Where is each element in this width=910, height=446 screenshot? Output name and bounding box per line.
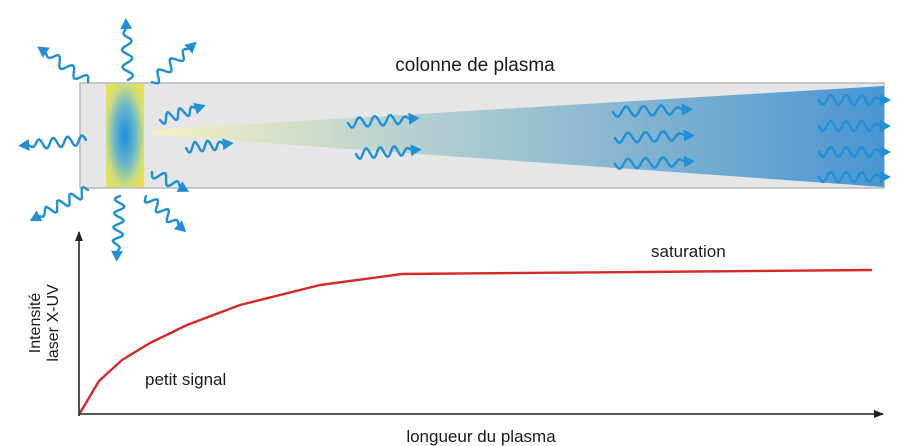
photon-wave (611, 104, 685, 118)
arrowhead-icon (880, 94, 891, 106)
small-signal-label: petit signal (145, 370, 226, 389)
arrowhead-icon (410, 144, 422, 157)
photon-wave (184, 139, 225, 154)
photon-wave (120, 26, 135, 82)
gain-saturation-curve (78, 268, 873, 414)
photon-wave (143, 194, 180, 227)
photon-wave (158, 105, 198, 126)
arrowhead-icon (683, 155, 695, 168)
photon-wave (37, 185, 90, 218)
arrowhead-icon (29, 210, 43, 222)
arrowhead-icon (184, 41, 197, 54)
arrowhead-icon (120, 18, 133, 30)
photon-wave-arrows (18, 18, 891, 262)
photon-wave (27, 134, 88, 150)
arrowhead-icon (408, 112, 420, 125)
photon-wave (817, 171, 883, 184)
saturation-label: saturation (651, 242, 726, 261)
arrowhead-icon (222, 138, 234, 151)
arrowhead-icon (880, 171, 891, 183)
amplified-beam-cone (152, 86, 884, 187)
arrowhead-icon (18, 139, 30, 151)
photon-wave (44, 51, 90, 84)
photon-wave (817, 146, 883, 159)
arrowhead-icon (683, 129, 695, 142)
photon-wave (613, 130, 687, 144)
gain-region (106, 84, 144, 187)
arrowhead-icon (193, 102, 206, 115)
photon-wave (150, 170, 182, 189)
arrowhead-icon (880, 146, 891, 158)
arrowhead-icon (681, 103, 693, 116)
arrowhead-icon (176, 181, 190, 192)
y-axis-label-line2: laser X-UV (45, 284, 62, 362)
x-axis-label: longueur du plasma (406, 427, 556, 446)
photon-wave (111, 194, 126, 254)
photon-wave (613, 156, 687, 170)
photon-wave (817, 120, 883, 133)
photon-wave (817, 94, 883, 107)
arrowhead-icon (173, 220, 187, 233)
photon-wave (354, 145, 414, 160)
arrowhead-icon (111, 250, 124, 262)
photon-wave (346, 113, 411, 129)
column-label: colonne de plasma (395, 55, 555, 76)
y-axis-label-line1: Intensité (27, 293, 44, 354)
arrowhead-icon (880, 120, 891, 132)
arrowhead-icon (37, 46, 50, 58)
photon-wave (150, 47, 191, 85)
